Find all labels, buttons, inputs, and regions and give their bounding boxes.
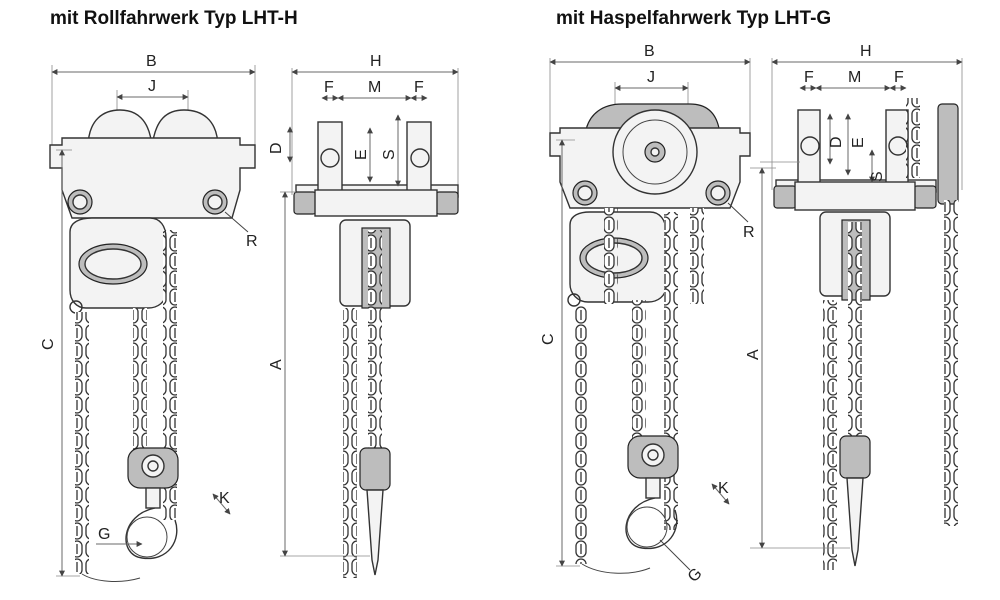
dim-label-m-left: M [368,79,381,96]
dim-label-m-right: M [848,69,861,86]
dim-label-s-right: S [869,171,886,182]
title-haspelfahrwerk: mit Haspelfahrwerk Typ LHT-G [556,8,832,29]
dim-label-c-right: C [540,333,557,345]
dim-label-j-right: J [647,69,655,86]
dim-label-d-left: D [268,142,285,154]
dim-label-k-left: K [219,490,230,507]
dim-label-a-left: A [268,359,285,370]
dim-label-d-right: D [828,136,845,148]
dim-label-b: B [146,53,157,70]
lht-h-side-view: H F M F D E S A [268,53,459,578]
dim-label-h-right: H [860,43,872,60]
lht-h-front-view: B J R [40,53,258,582]
dim-label-r-left: R [246,233,258,250]
lht-g-side-view: H F M F D E S [745,43,963,570]
dim-label-b-right: B [644,43,655,60]
dim-label-k-right: K [718,480,729,497]
dim-label-e-right: E [850,137,867,148]
dim-label-j: J [148,78,156,95]
dim-label-f2-left: F [414,79,424,96]
dim-label-h-left: H [370,53,382,70]
dim-label-r-right: R [743,224,755,241]
dim-label-f1-right: F [804,69,814,86]
dim-label-f2-right: F [894,69,904,86]
dim-label-a-right: A [745,349,762,360]
dim-label-c-left: C [40,338,57,350]
lht-g-front-view: B J R [540,43,755,586]
dim-label-s-left: S [381,149,398,160]
title-rollfahrwerk: mit Rollfahrwerk Typ LHT-H [50,8,298,29]
dim-label-g-left: G [98,526,110,543]
dim-label-e-left: E [353,149,370,160]
dim-label-f1-left: F [324,79,334,96]
